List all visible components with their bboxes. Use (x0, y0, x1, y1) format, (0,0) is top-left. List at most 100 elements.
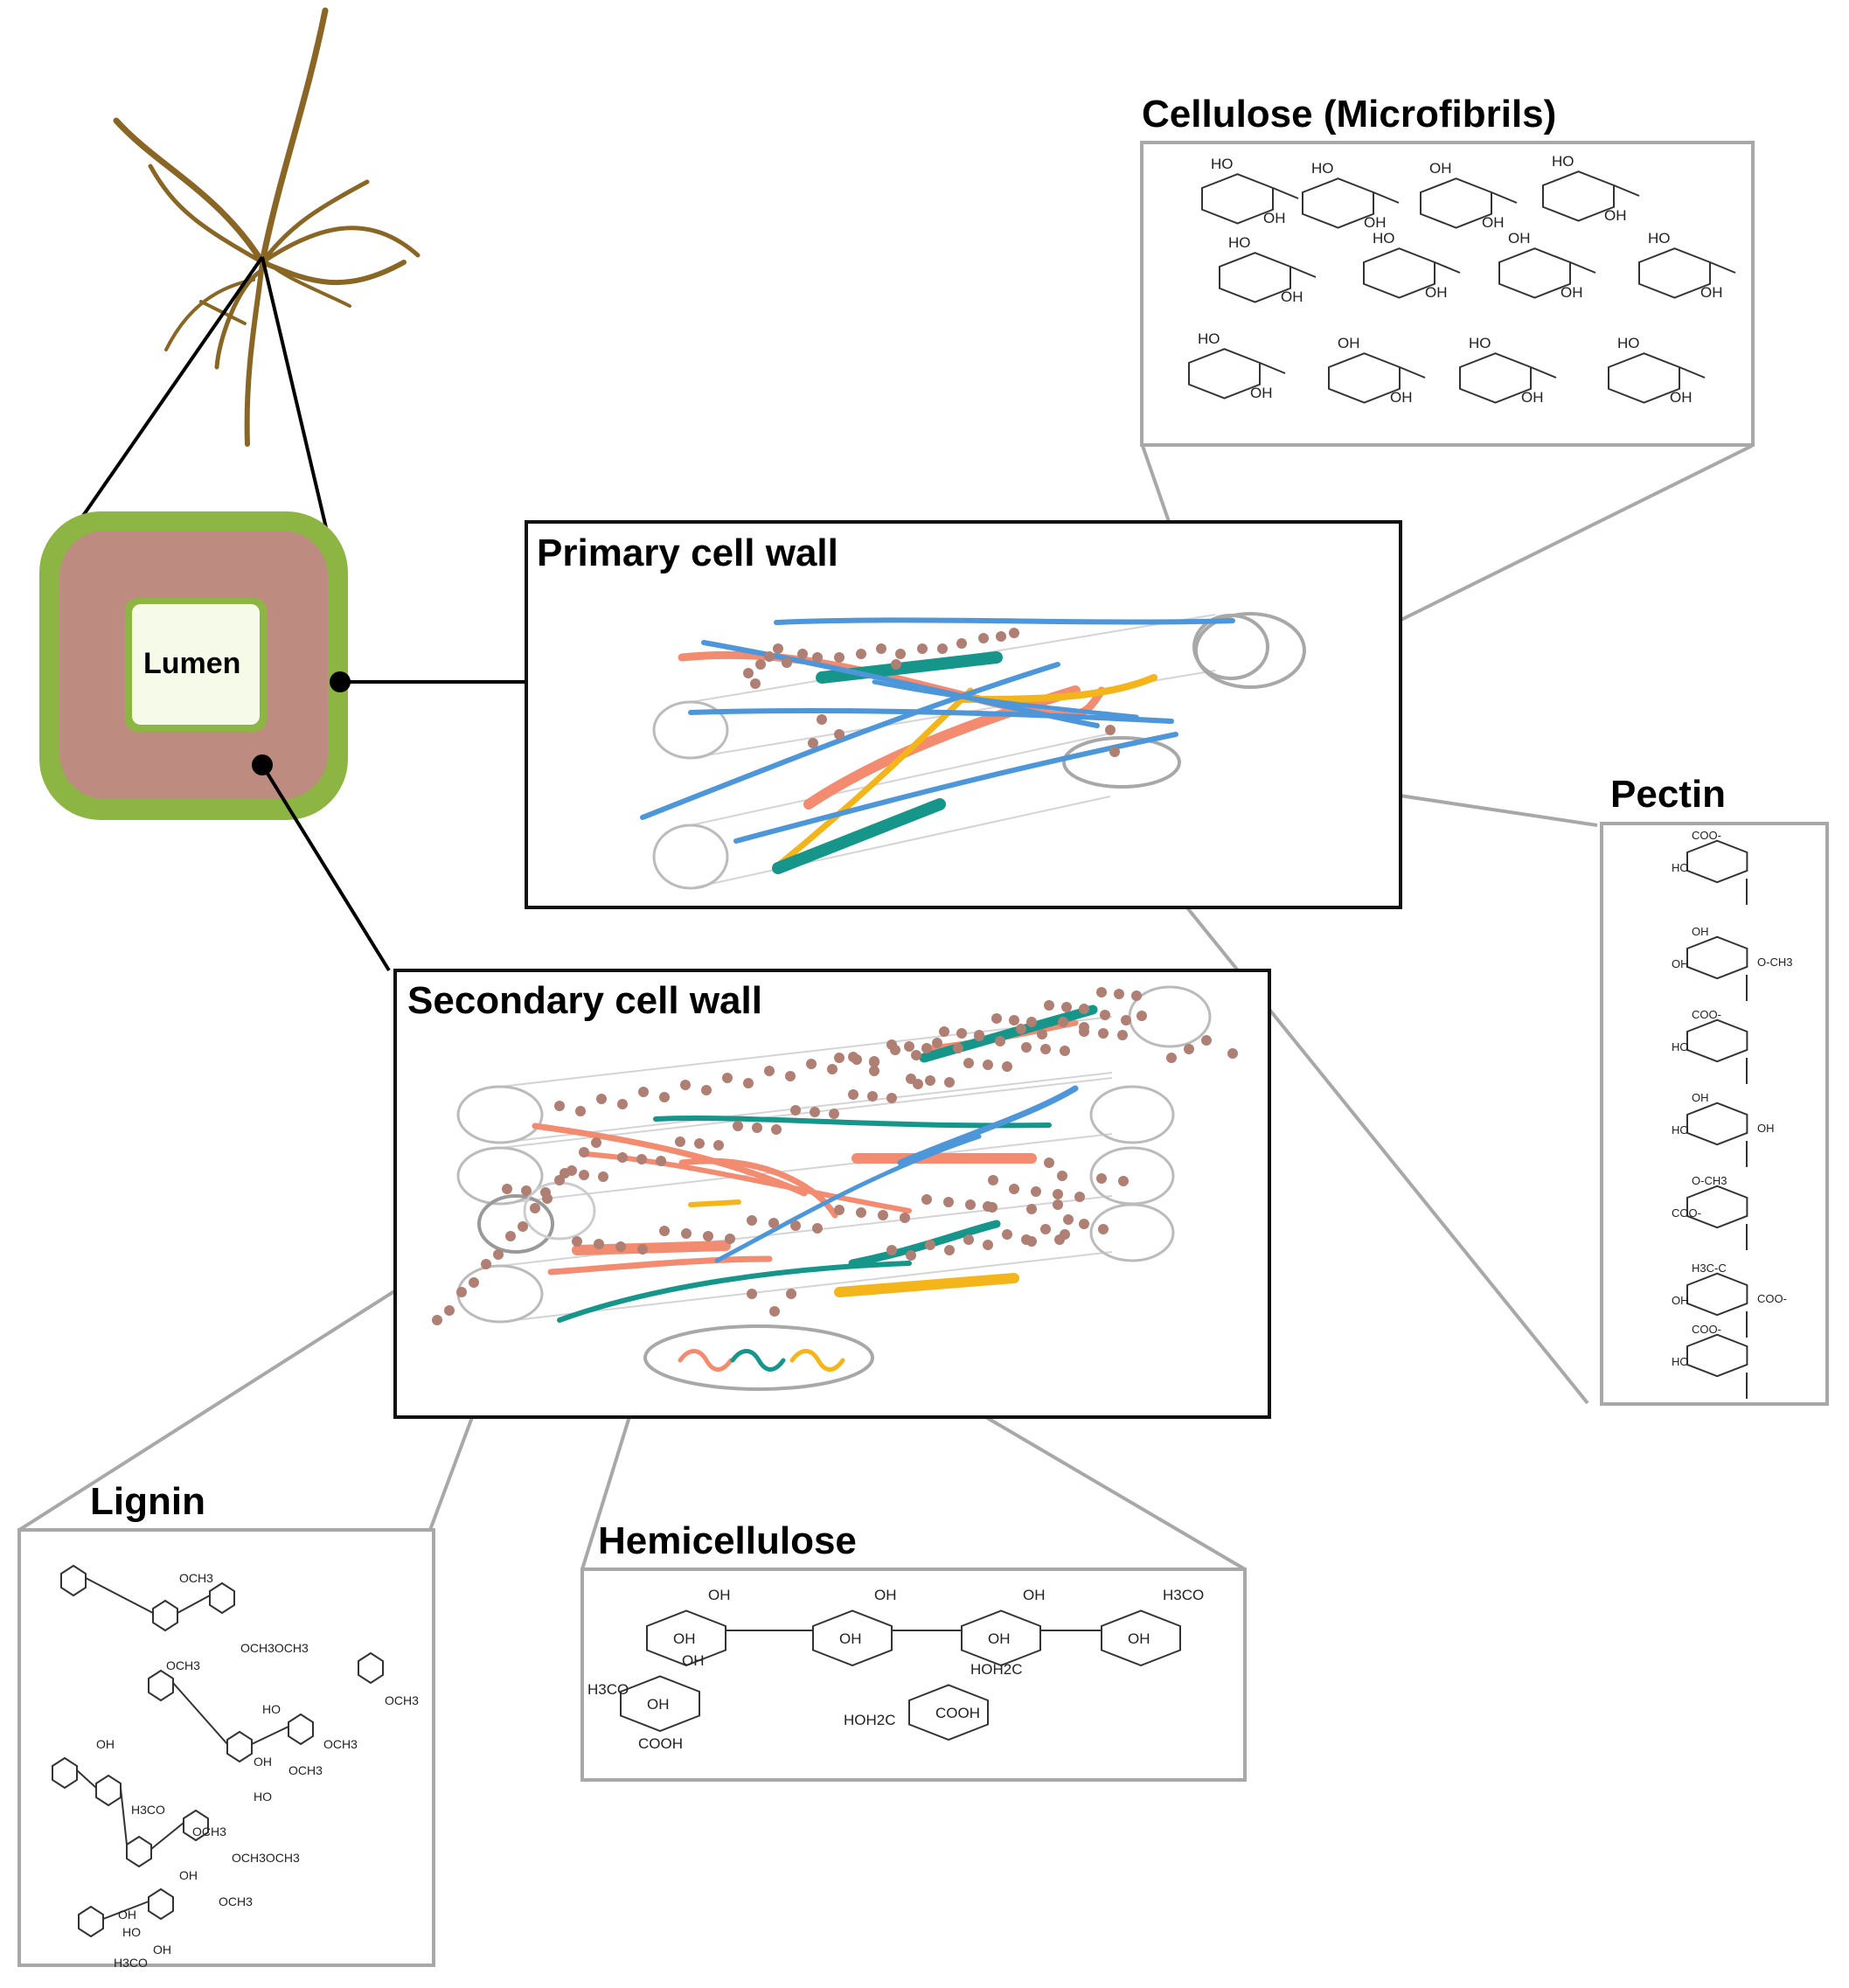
atom-label: H3CO (114, 1956, 148, 1970)
atom-label: OCH3 (288, 1763, 323, 1777)
lignin-particle (659, 1092, 670, 1102)
lignin-particle (1021, 1042, 1032, 1053)
lignin-particle (713, 1140, 724, 1150)
cell-cross-section-icon (39, 511, 348, 820)
lignin-particle (1053, 1189, 1063, 1199)
lignin-particle (939, 1026, 949, 1037)
phenyl-ring (183, 1809, 209, 1842)
atom-label: COO- (1757, 1292, 1787, 1305)
lignin-particle (1058, 1017, 1068, 1027)
lignin-particle (790, 1105, 801, 1116)
lignin-particle (542, 1193, 553, 1204)
lignin-particle (572, 1236, 582, 1247)
lignin-particle (1105, 725, 1116, 735)
atom-label: OH (1692, 925, 1709, 938)
xylose-ring (620, 1675, 700, 1733)
lignin-particle (817, 714, 827, 725)
lignin-particle (1137, 1011, 1147, 1021)
atom-label: OH (647, 1696, 670, 1713)
atom-label: OH (96, 1737, 115, 1751)
lignin-particle (594, 1239, 604, 1249)
lignin-particle (904, 1041, 914, 1052)
lignin-particle (963, 1058, 974, 1068)
lignin-particle (1002, 1229, 1012, 1240)
glucose-ring (1459, 352, 1532, 404)
lignin-particle (1044, 1157, 1054, 1168)
lignin-particle (1044, 1000, 1054, 1011)
bond (1530, 366, 1557, 379)
lignin-particle (764, 651, 775, 662)
atom-label: HO (1672, 1123, 1689, 1136)
lignin-particle (900, 1213, 910, 1223)
phenyl-ring (60, 1564, 87, 1597)
glucose-ring (1302, 177, 1374, 229)
hemicellulose-icon (678, 1349, 733, 1372)
glucose-ring (1363, 247, 1435, 299)
lignin-particle (764, 1066, 775, 1076)
tube-edge (499, 1133, 1113, 1205)
glucose-ring (1201, 173, 1274, 225)
bond (1399, 366, 1426, 379)
lignin-particle (567, 1165, 577, 1176)
lignin-particle (1009, 1015, 1019, 1025)
hemicellulose-fiber (775, 687, 974, 869)
glucose-ring (1219, 252, 1291, 303)
lignin-particle (996, 631, 1006, 642)
galacturonic-ring (1686, 1018, 1748, 1063)
lignin-particle (493, 1249, 504, 1260)
atom-label: OH (1338, 335, 1360, 351)
microfibril-end (1089, 1085, 1175, 1144)
atom-label: OH (708, 1587, 731, 1603)
bond (1679, 366, 1706, 379)
atom-label: H3CO (587, 1681, 629, 1698)
lignin-particle (771, 1124, 782, 1135)
atom-label: COO- (1692, 1008, 1721, 1021)
atom-label: OH (1250, 385, 1273, 401)
atom-label: O-CH3 (1692, 1174, 1727, 1187)
atom-label: HO (1211, 156, 1234, 172)
bond (172, 1682, 228, 1745)
hemicellulose-fiber (572, 1241, 731, 1255)
lignin-particle (773, 643, 783, 654)
atom-label: OH (1390, 389, 1413, 406)
cellulose-microfibril (897, 1085, 1079, 1166)
bond (1272, 187, 1299, 199)
galacturonic-ring (1686, 935, 1748, 980)
lignin-particle (769, 1306, 780, 1317)
microfibril-end (652, 824, 729, 890)
lignin-particle (1002, 1061, 1012, 1072)
lignin-particle (983, 1060, 993, 1070)
phenyl-ring (148, 1887, 174, 1921)
bond (1491, 191, 1518, 204)
galacturonic-ring (1686, 1333, 1748, 1378)
lignin-particle (659, 1226, 670, 1236)
bond (1434, 261, 1461, 274)
lignin-particle (1098, 1028, 1109, 1039)
lignin-particle (743, 1078, 754, 1088)
lignin-particle (1201, 1035, 1212, 1046)
phenyl-ring (288, 1713, 314, 1746)
atom-label: HO (1552, 153, 1574, 170)
lignin-particle (733, 1121, 743, 1131)
lignin-particle (1079, 1004, 1089, 1014)
phenyl-ring (209, 1581, 235, 1615)
atom-label: OH (179, 1868, 198, 1882)
lignin-particle (1098, 1224, 1109, 1234)
lignin-particle (878, 1210, 888, 1220)
lignin-particle (895, 649, 906, 659)
hemicellulose-fiber (653, 1115, 1052, 1129)
atom-label: OH (118, 1908, 136, 1922)
glucose-ring (1638, 247, 1711, 299)
lignin-particle (886, 1245, 897, 1255)
atom-label: OCH3OCH3 (232, 1851, 300, 1865)
lignin-particle (1096, 987, 1107, 997)
cellulose-zoom-ring (1194, 612, 1306, 689)
glucose-ring (1498, 247, 1571, 299)
pectin-title: Pectin (1610, 773, 1727, 816)
atom-label: HO (1672, 861, 1689, 874)
phenyl-ring (358, 1651, 384, 1685)
atom-label: HO (1311, 160, 1334, 177)
lignin-particle (810, 1107, 820, 1117)
atom-label: OH (1700, 284, 1723, 301)
lignin-particle (829, 1109, 839, 1119)
